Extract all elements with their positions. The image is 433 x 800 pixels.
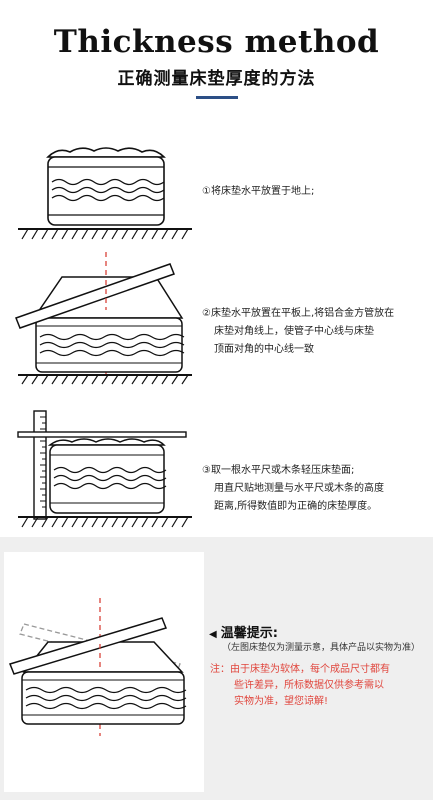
tip-title-text: 温馨提示:: [220, 626, 278, 641]
page-title: Thickness method: [53, 24, 380, 60]
triangle-left-icon: ◀: [209, 629, 217, 640]
step-3-line-2: 用直尺贴地测量与水平尺或木条的高度: [214, 483, 384, 494]
tip-note: 注：由于床垫为软体，每个成品尺寸都有 些许差异，所标数据仅供参考需以 实物为准，…: [210, 662, 428, 710]
mattress-diagonal-tube-illustration: [15, 252, 192, 385]
step-3-text: ③取一根水平尺或木条轻压床垫面; 用直尺贴地测量与水平尺或木条的高度 距离,所得…: [202, 462, 417, 516]
step-2-text: ②床垫水平放置在平板上,将铝合金方管放在 床垫对角线上，使管子中心线与床垫 顶面…: [202, 305, 417, 359]
tip-subtitle: （左图床垫仅为测量示意，具体产品以实物为准）: [222, 643, 421, 653]
step-3-line-3: 距离,所得数值即为正确的床垫厚度。: [214, 501, 378, 512]
step-3-line-1: ③取一根水平尺或木条轻压床垫面;: [202, 465, 355, 476]
tip-note-line-3: 实物为准，望您谅解!: [234, 696, 329, 707]
tip-title: ◀温馨提示:: [209, 622, 278, 641]
tip-note-line-2: 些许差异，所标数据仅供参考需以: [234, 680, 384, 691]
mattress-on-floor-illustration: [18, 147, 192, 240]
page-subtitle: 正确测量床垫厚度的方法: [117, 69, 316, 89]
step-1-text: ①将床垫水平放置于地上;: [202, 183, 314, 201]
step-2-line-3: 顶面对角的中心线一致: [214, 344, 314, 355]
mattress-ruler-measure-illustration: [17, 410, 192, 528]
step-2-line-1: ②床垫水平放置在平板上,将铝合金方管放在: [202, 308, 395, 319]
step-1-line-1: ①将床垫水平放置于地上;: [202, 186, 315, 197]
tip-note-line-1: 注：由于床垫为软体，每个成品尺寸都有: [210, 664, 390, 675]
title-underline: [196, 96, 238, 99]
mattress-tilted-tube-illustration: [8, 598, 187, 736]
step-2-line-2: 床垫对角线上，使管子中心线与床垫: [214, 326, 374, 337]
